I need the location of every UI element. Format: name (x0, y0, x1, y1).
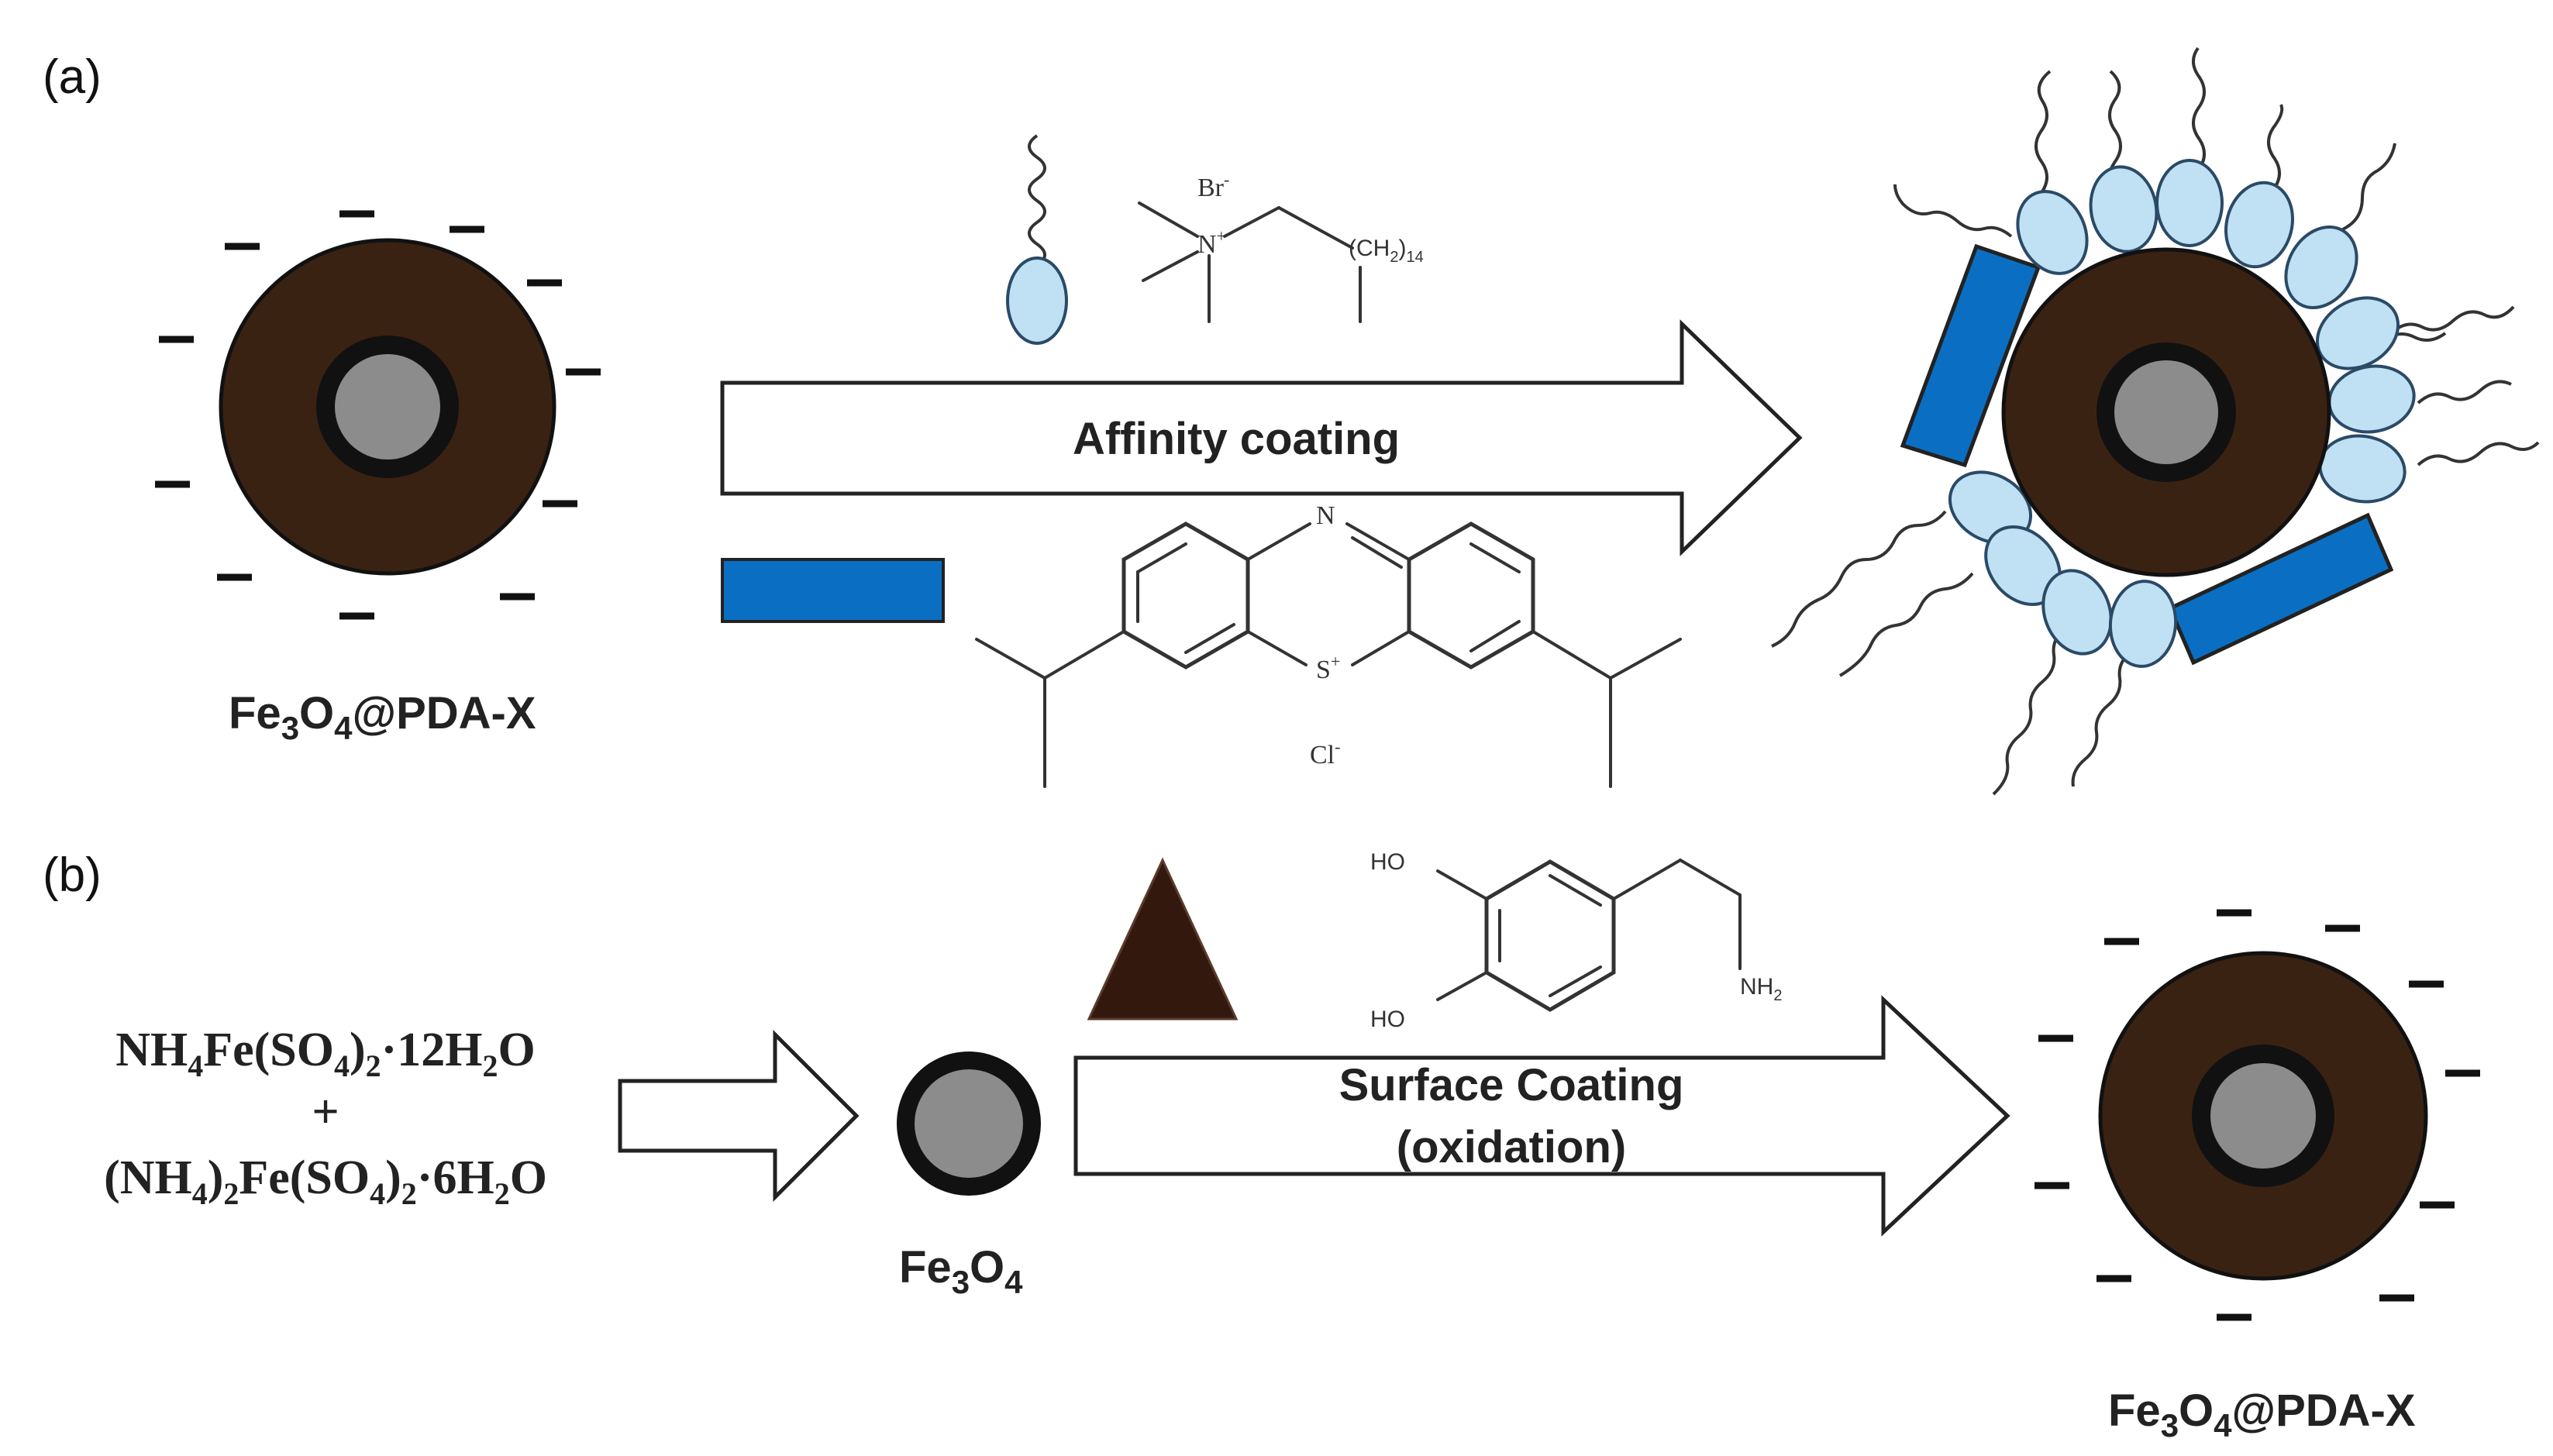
negative-charges-a (155, 210, 601, 620)
affinity-coating-label: Affinity coating (1073, 414, 1400, 464)
svg-text:S+: S+ (1316, 652, 1340, 684)
ctab-structure: Br- N+ (CH2)14 (1138, 170, 1424, 323)
pda-particle-b (2098, 951, 2428, 1281)
fe3o4-core (897, 1052, 1041, 1196)
dye-rect-icon (721, 558, 945, 623)
product-label: Fe3O4@PDA-X (2108, 1385, 2416, 1444)
negative-charges-b (2034, 909, 2480, 1321)
svg-text:Cl-: Cl- (1310, 737, 1340, 769)
reactant-2: (NH4)2Fe(SO4)2·6H2O (104, 1151, 547, 1211)
svg-text:HO: HO (1370, 849, 1405, 875)
ligand-icon (1006, 134, 1068, 345)
reactant-1: NH4Fe(SO4)2·12H2O (115, 1024, 536, 1083)
surface-coating-arrow (1073, 995, 2010, 1237)
surface-coating-label: Surface Coating (1339, 1060, 1684, 1110)
thiazine-dye-structure: N S+ Cl- (975, 501, 1682, 788)
core-label: Fe3O4 (899, 1242, 1023, 1300)
affinity-coating-arrow (720, 319, 1803, 556)
dopamine-structure: HO HO NH2 (1370, 849, 1782, 1032)
synthesis-arrow (618, 1029, 860, 1203)
pda-particle-a (219, 238, 556, 576)
svg-text:NH2: NH2 (1740, 974, 1782, 1004)
oxidant-triangle-icon (1087, 857, 1239, 1021)
particle-label-a: Fe3O4@PDA-X (229, 688, 536, 746)
svg-text:(CH2)14: (CH2)14 (1349, 236, 1424, 266)
svg-text:Br-: Br- (1197, 170, 1229, 202)
svg-text:HO: HO (1370, 1007, 1405, 1032)
panel-b-label: (b) (43, 848, 102, 902)
coated-particle (1771, 46, 2540, 796)
svg-text:N+: N+ (1197, 226, 1226, 259)
panel-a-label: (a) (43, 50, 102, 104)
svg-text:N: N (1316, 501, 1335, 530)
oxidation-label: (oxidation) (1397, 1122, 1626, 1172)
plus-sign: + (312, 1086, 339, 1138)
